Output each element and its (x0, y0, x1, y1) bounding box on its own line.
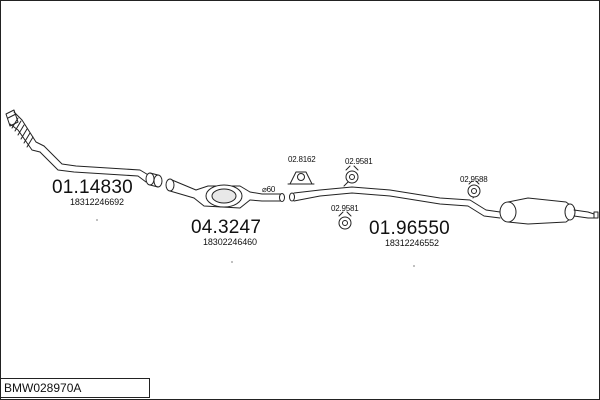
part-ref-catalytic-converter: 18302246460 (203, 237, 257, 247)
rubber-ring-02-9588-drawing (467, 180, 481, 198)
fitting-label-02-9581-upper: 02.9581 (345, 157, 373, 166)
part-number-front-pipe: 01.14830 (52, 177, 133, 198)
fitting-label-02-9581-lower: 02.9581 (331, 204, 359, 213)
rubber-ring-02-9581-lower-drawing (338, 211, 352, 230)
rear-pipe-drawing (289, 181, 599, 225)
part-ref-front-pipe: 18312246692 (70, 197, 124, 207)
diagram-title: BMW028970A (4, 381, 82, 395)
part-ref-rear-pipe: 18312246552 (385, 238, 439, 248)
part-number-rear-pipe: 01.96550 (369, 218, 450, 239)
catalytic-converter-drawing (165, 178, 285, 209)
diagram-title-box: BMW028970A (0, 378, 150, 398)
pipe-diameter-label: ⌀60 (262, 185, 276, 194)
rubber-mount-02-8162-drawing (287, 171, 315, 185)
flex-bellows (11, 117, 34, 148)
rear-silencer (499, 197, 599, 225)
fitting-label-02-9588: 02.9588 (460, 175, 488, 184)
front-pipe-drawing (5, 109, 163, 188)
fitting-label-02-8162: 02.8162 (288, 155, 316, 164)
rubber-ring-02-9581-upper-drawing (345, 165, 359, 184)
part-number-catalytic-converter: 04.3247 (191, 217, 262, 238)
